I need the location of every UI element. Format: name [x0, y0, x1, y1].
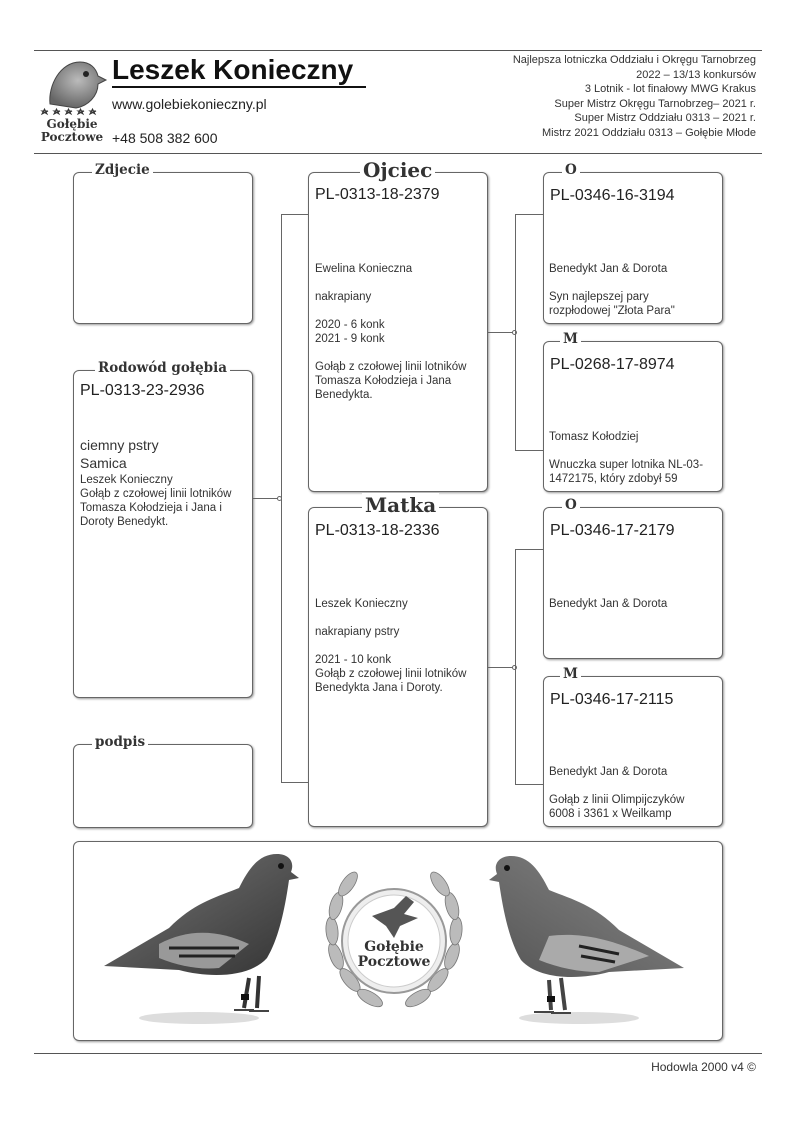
connector-line	[515, 214, 543, 215]
footer-credit: Hodowla 2000 v4 ©	[651, 1060, 756, 1074]
maternal-grandmother-ring-number: PL-0346-17-2115	[550, 691, 674, 708]
achievement-item: Super Mistrz Oddziału 0313 – 2021 r.	[574, 112, 756, 124]
subject-sex: Samica	[80, 455, 127, 471]
connector-line	[488, 667, 516, 668]
paternal-grandfather-details: Benedykt Jan & Dorota Syn najlepszej par…	[549, 263, 675, 317]
phone-number: +48 508 382 600	[112, 130, 218, 146]
connector-line	[515, 549, 543, 550]
connector-line	[515, 784, 543, 785]
paternal-grandmother-legend: M	[560, 331, 581, 347]
father-color: nakrapiany	[315, 291, 372, 303]
connector-line	[515, 549, 516, 784]
mother-details: Leszek Konieczny nakrapiany pstry 2021 -…	[315, 597, 466, 695]
achievements-list: Najlepsza lotniczka Oddziału i Okręgu Ta…	[513, 53, 756, 140]
mother-note: Gołąb z czołowej linii lotników	[315, 668, 467, 680]
connector-node	[512, 665, 517, 670]
photo-legend: Zdjecie	[92, 162, 153, 178]
pigeon-logo-icon	[40, 61, 108, 116]
pigeon-right-icon	[489, 856, 684, 1024]
header-top-rule	[34, 50, 762, 51]
mother-box	[308, 507, 488, 827]
maternal-grandmother-details: Benedykt Jan & Dorota Gołąb z linii Olim…	[549, 766, 685, 820]
father-ring-number: PL-0313-18-2379	[315, 186, 440, 203]
maternal-grandmother-legend: M	[560, 666, 581, 682]
mother-owner: Leszek Konieczny	[315, 598, 408, 610]
subject-ring-number: PL-0313-23-2936	[80, 382, 205, 399]
banner-logo-text: Gołębie Pocztowe	[357, 939, 431, 970]
father-result: 2021 - 9 konk	[315, 333, 385, 345]
maternal-grandfather-details: Benedykt Jan & Dorota	[549, 598, 668, 610]
paternal-grandfather-legend: O	[562, 162, 580, 178]
laurel-wreath-icon	[325, 871, 463, 1008]
header-bottom-rule	[34, 153, 762, 154]
connector-line	[281, 214, 308, 215]
signature-box	[73, 744, 253, 828]
website-link[interactable]: www.golebiekonieczny.pl	[112, 96, 267, 112]
connector-line	[253, 498, 281, 499]
achievement-item: 3 Lotnik - lot finałowy MWG Krakus	[584, 83, 756, 95]
father-note: Benedykta.	[315, 389, 373, 401]
pigeon-left-icon	[104, 854, 299, 1024]
mother-result: 2021 - 10 konk	[315, 654, 392, 666]
photo-box	[73, 172, 253, 324]
subject-color: ciemny pstry	[80, 437, 159, 453]
paternal-grandfather-box	[543, 172, 723, 324]
paternal-grandmother-details: Tomasz Kołodziej Wnuczka super lotnika N…	[549, 431, 704, 485]
father-details: Ewelina Konieczna nakrapiany 2020 - 6 ko…	[315, 262, 466, 402]
mother-ring-number: PL-0313-18-2336	[315, 522, 440, 539]
achievement-item: Mistrz 2021 Oddziału 0313 – Gołębie Młod…	[541, 126, 756, 139]
achievement-item: Super Mistrz Okręgu Tarnobrzeg– 2021 r.	[554, 97, 756, 110]
header-logo: Gołębie Pocztowe	[36, 56, 108, 146]
maternal-grandmother-box	[543, 676, 723, 827]
mother-legend: Matka	[362, 493, 440, 517]
mother-note: Benedykta Jana i Doroty.	[315, 682, 443, 694]
logo-text: Gołębie Pocztowe	[40, 117, 104, 144]
paternal-grandmother-box	[543, 341, 723, 492]
paternal-grandmother-ring-number: PL-0268-17-8974	[550, 356, 675, 373]
connector-node	[512, 330, 517, 335]
connector-line	[515, 214, 516, 450]
breeder-name: Leszek Konieczny	[112, 54, 354, 85]
name-underline	[112, 86, 366, 88]
banner-box: Gołębie Pocztowe	[73, 841, 723, 1041]
connector-line	[281, 782, 308, 783]
father-legend: Ojciec	[360, 158, 436, 182]
achievement-item: 2022 – 13/13 konkursów	[636, 68, 756, 81]
subject-notes: Leszek Konieczny Gołąb z czołowej linii …	[80, 474, 232, 528]
signature-legend: podpis	[92, 734, 149, 750]
father-result: 2020 - 6 konk	[315, 319, 385, 331]
mother-color: nakrapiany pstry	[315, 626, 400, 638]
connector-line	[488, 332, 516, 333]
banner-logo: Gołębie Pocztowe	[314, 856, 474, 1026]
connector-line	[281, 214, 282, 783]
subject-legend: Rodowód gołębia	[95, 360, 230, 376]
father-owner: Ewelina Konieczna	[315, 263, 413, 275]
connector-line	[515, 450, 543, 451]
paternal-grandfather-ring-number: PL-0346-16-3194	[550, 187, 675, 204]
father-note: Gołąb z czołowej linii lotników	[315, 361, 467, 373]
achievement-item: Najlepsza lotniczka Oddziału i Okręgu Ta…	[512, 54, 756, 66]
father-note: Tomasza Kołodzieja i Jana	[315, 375, 452, 387]
maternal-grandfather-box	[543, 507, 723, 659]
maternal-grandfather-legend: O	[562, 497, 580, 513]
maternal-grandfather-ring-number: PL-0346-17-2179	[550, 522, 675, 539]
footer-rule	[34, 1053, 762, 1054]
subject-box	[73, 370, 253, 698]
